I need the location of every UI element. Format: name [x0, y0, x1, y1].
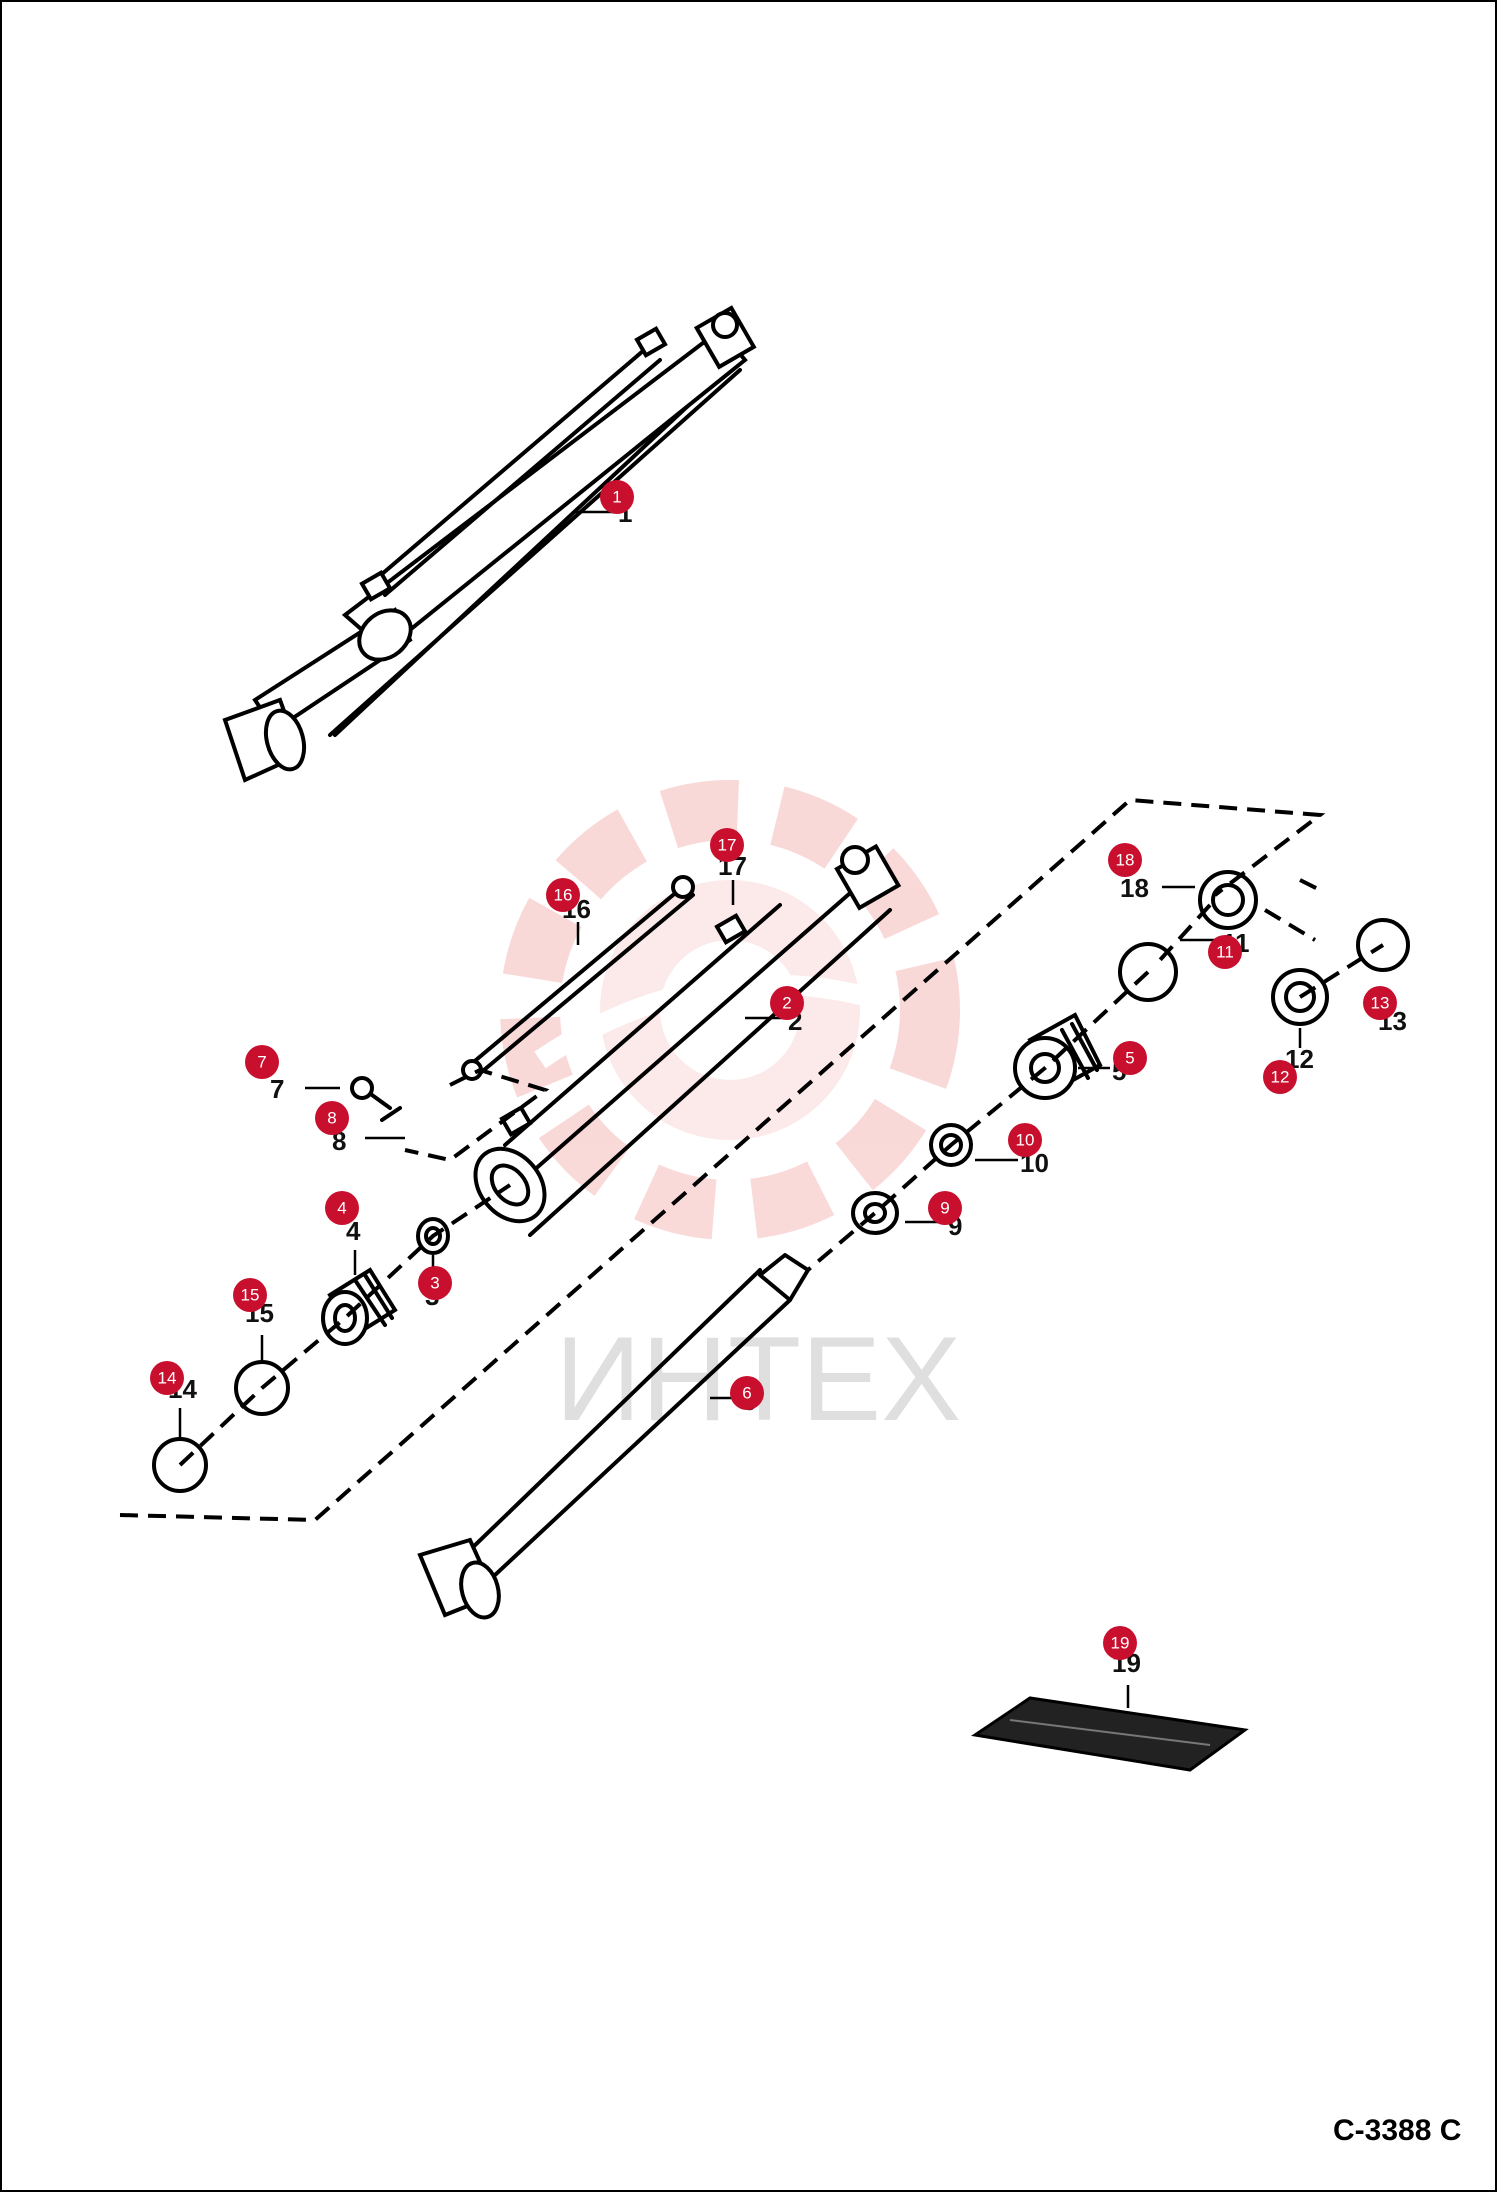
svg-text:7: 7 [270, 1074, 284, 1104]
badge-2[interactable]: 2 [770, 986, 804, 1020]
svg-text:16: 16 [554, 886, 573, 905]
label-4: 4 [346, 1216, 361, 1275]
part-14-ring [152, 1437, 208, 1493]
svg-text:14: 14 [158, 1369, 177, 1388]
svg-text:8: 8 [327, 1109, 336, 1128]
svg-text:11: 11 [1216, 943, 1234, 962]
badge-6[interactable]: 6 [730, 1376, 764, 1410]
part-13-ring [1356, 918, 1410, 972]
svg-text:4: 4 [346, 1216, 361, 1246]
svg-text:13: 13 [1371, 994, 1390, 1013]
svg-text:17: 17 [718, 836, 737, 855]
badge-4[interactable]: 4 [325, 1191, 359, 1225]
svg-text:19: 19 [1111, 1634, 1130, 1653]
label-10: 10 [975, 1148, 1049, 1178]
badge-10[interactable]: 10 [1008, 1123, 1042, 1157]
badge-19[interactable]: 19 [1103, 1626, 1137, 1660]
svg-text:3: 3 [430, 1274, 439, 1293]
svg-text:9: 9 [940, 1199, 949, 1218]
svg-text:12: 12 [1271, 1068, 1290, 1087]
svg-text:18: 18 [1120, 873, 1149, 903]
svg-text:10: 10 [1016, 1131, 1035, 1150]
badge-16[interactable]: 16 [546, 878, 580, 912]
badge-12[interactable]: 12 [1263, 1060, 1297, 1094]
badge-15[interactable]: 15 [233, 1278, 267, 1312]
label-18: 18 [1120, 873, 1195, 903]
svg-text:6: 6 [742, 1384, 751, 1403]
badge-14[interactable]: 14 [150, 1361, 184, 1395]
part-2-barrel [473, 843, 902, 1237]
drawing-code: C-3388 C [1333, 2114, 1461, 2147]
badge-3[interactable]: 3 [418, 1266, 452, 1300]
badge-5[interactable]: 5 [1113, 1041, 1147, 1075]
seal-kit-boundary [119, 797, 1326, 1523]
part-18-ring [1198, 870, 1258, 930]
svg-text:15: 15 [241, 1286, 260, 1305]
badge-1[interactable]: 1 [600, 480, 634, 514]
badge-7[interactable]: 7 [245, 1045, 279, 1079]
badge-17[interactable]: 17 [710, 828, 744, 862]
badge-11[interactable]: 11 [1208, 935, 1242, 969]
svg-text:18: 18 [1116, 851, 1135, 870]
part-1-cylinder-assembly [222, 305, 757, 783]
badge-9[interactable]: 9 [928, 1191, 962, 1225]
part-axis-dashed-line [178, 943, 1385, 1467]
part-15-ring [234, 1360, 290, 1416]
watermark-text: ИНТЕХ [555, 1312, 961, 1446]
part-19-seal-kit [971, 1696, 1249, 1772]
part-7-fitting [350, 1076, 402, 1122]
seal-kit-boundary-inner [404, 1067, 550, 1163]
badge-8[interactable]: 8 [315, 1101, 349, 1135]
svg-text:2: 2 [782, 994, 791, 1013]
svg-text:1: 1 [612, 488, 621, 507]
svg-text:5: 5 [1125, 1049, 1134, 1068]
badge-13[interactable]: 13 [1363, 986, 1397, 1020]
svg-text:7: 7 [257, 1053, 266, 1072]
part-11-ring [1118, 942, 1178, 1002]
part-6-rod [417, 1253, 810, 1620]
badge-18[interactable]: 18 [1108, 843, 1142, 877]
part-16-tube [461, 875, 695, 1081]
svg-text:4: 4 [337, 1199, 346, 1218]
watermark-gear-icon [500, 780, 960, 1240]
label-7: 7 [270, 1074, 340, 1104]
